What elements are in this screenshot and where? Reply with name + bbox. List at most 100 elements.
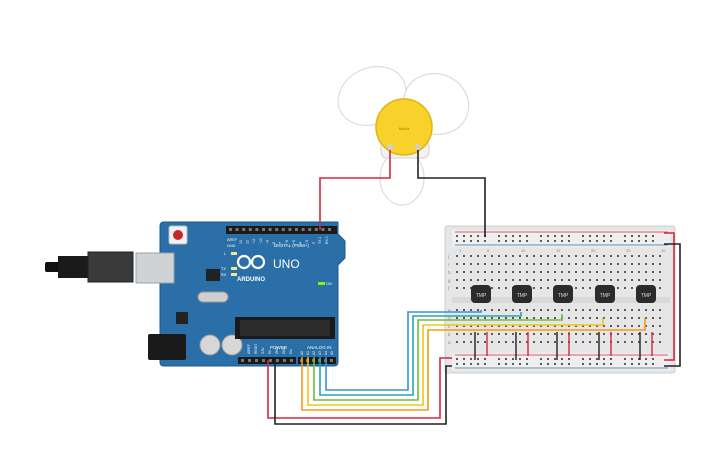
breadboard-hole[interactable] <box>505 255 507 257</box>
breadboard-hole[interactable] <box>484 255 486 257</box>
breadboard-hole[interactable] <box>554 341 556 343</box>
breadboard-hole[interactable] <box>540 309 542 311</box>
rail-hole[interactable] <box>554 363 556 365</box>
rail-hole[interactable] <box>470 240 472 242</box>
breadboard-hole[interactable] <box>484 341 486 343</box>
breadboard-hole[interactable] <box>477 255 479 257</box>
breadboard-hole[interactable] <box>575 255 577 257</box>
rail-hole[interactable] <box>505 358 507 360</box>
breadboard-hole[interactable] <box>638 263 640 265</box>
breadboard-hole[interactable] <box>589 341 591 343</box>
digital-pin-socket[interactable] <box>308 228 312 231</box>
breadboard-hole[interactable] <box>477 341 479 343</box>
breadboard-hole[interactable] <box>652 271 654 273</box>
breadboard-hole[interactable] <box>638 325 640 327</box>
breadboard-hole[interactable] <box>617 325 619 327</box>
rail-hole[interactable] <box>470 235 472 237</box>
breadboard-hole[interactable] <box>456 255 458 257</box>
wire-a3-teal[interactable] <box>319 312 522 396</box>
breadboard-hole[interactable] <box>533 317 535 319</box>
rail-hole[interactable] <box>477 358 479 360</box>
breadboard-hole[interactable] <box>484 279 486 281</box>
breadboard-hole[interactable] <box>624 279 626 281</box>
breadboard-hole[interactable] <box>463 255 465 257</box>
rail-hole[interactable] <box>645 240 647 242</box>
breadboard-hole[interactable] <box>617 333 619 335</box>
breadboard-hole[interactable] <box>624 317 626 319</box>
breadboard-hole[interactable] <box>624 263 626 265</box>
breadboard-hole[interactable] <box>547 309 549 311</box>
rail-hole[interactable] <box>582 358 584 360</box>
breadboard-hole[interactable] <box>491 263 493 265</box>
rail-hole[interactable] <box>470 363 472 365</box>
rail-hole[interactable] <box>610 235 612 237</box>
rail-hole[interactable] <box>463 240 465 242</box>
breadboard-hole[interactable] <box>498 287 500 289</box>
breadboard-hole[interactable] <box>491 317 493 319</box>
rail-hole[interactable] <box>652 363 654 365</box>
breadboard-hole[interactable] <box>652 279 654 281</box>
breadboard-hole[interactable] <box>645 279 647 281</box>
breadboard-hole[interactable] <box>652 263 654 265</box>
breadboard-hole[interactable] <box>554 263 556 265</box>
rail-hole[interactable] <box>589 363 591 365</box>
breadboard-hole[interactable] <box>456 309 458 311</box>
motor-terminal-1[interactable] <box>387 144 393 150</box>
rail-hole[interactable] <box>603 358 605 360</box>
breadboard-hole[interactable] <box>589 333 591 335</box>
breadboard-hole[interactable] <box>456 287 458 289</box>
digital-pin-socket[interactable] <box>242 228 246 231</box>
breadboard-hole[interactable] <box>526 271 528 273</box>
tmp36-sensor[interactable]: TMP <box>512 285 532 303</box>
breadboard-hole[interactable] <box>533 333 535 335</box>
breadboard-hole[interactable] <box>491 287 493 289</box>
breadboard-hole[interactable] <box>547 263 549 265</box>
tmp36-sensor[interactable]: TMP <box>553 285 573 303</box>
breadboard-hole[interactable] <box>610 279 612 281</box>
breadboard-hole[interactable] <box>547 325 549 327</box>
breadboard-hole[interactable] <box>561 341 563 343</box>
breadboard-hole[interactable] <box>624 333 626 335</box>
breadboard-hole[interactable] <box>589 325 591 327</box>
breadboard-hole[interactable] <box>631 263 633 265</box>
rail-hole[interactable] <box>638 235 640 237</box>
breadboard-hole[interactable] <box>624 325 626 327</box>
rail-hole[interactable] <box>463 358 465 360</box>
breadboard-hole[interactable] <box>638 279 640 281</box>
rail-hole[interactable] <box>456 235 458 237</box>
breadboard-hole[interactable] <box>491 333 493 335</box>
breadboard-hole[interactable] <box>659 279 661 281</box>
rail-hole[interactable] <box>624 358 626 360</box>
wire-a2-green[interactable] <box>313 314 563 401</box>
breadboard-hole[interactable] <box>519 341 521 343</box>
breadboard-hole[interactable] <box>631 279 633 281</box>
breadboard-hole[interactable] <box>603 279 605 281</box>
breadboard-hole[interactable] <box>631 287 633 289</box>
breadboard-hole[interactable] <box>505 333 507 335</box>
digital-pin-socket[interactable] <box>281 228 285 231</box>
breadboard-hole[interactable] <box>491 325 493 327</box>
rail-hole[interactable] <box>470 358 472 360</box>
breadboard-hole[interactable] <box>589 309 591 311</box>
breadboard-hole[interactable] <box>554 279 556 281</box>
rail-hole[interactable] <box>603 235 605 237</box>
rail-hole[interactable] <box>554 358 556 360</box>
breadboard-hole[interactable] <box>498 309 500 311</box>
rail-hole[interactable] <box>603 363 605 365</box>
breadboard-hole[interactable] <box>547 255 549 257</box>
breadboard-hole[interactable] <box>554 317 556 319</box>
digital-pin-socket[interactable] <box>255 228 259 231</box>
rail-hole[interactable] <box>582 240 584 242</box>
rail-hole[interactable] <box>624 235 626 237</box>
breadboard-hole[interactable] <box>526 255 528 257</box>
breadboard-hole[interactable] <box>631 341 633 343</box>
breadboard-hole[interactable] <box>554 325 556 327</box>
breadboard-hole[interactable] <box>456 341 458 343</box>
rail-hole[interactable] <box>498 358 500 360</box>
breadboard-hole[interactable] <box>568 309 570 311</box>
breadboard-hole[interactable] <box>505 271 507 273</box>
rail-hole[interactable] <box>638 240 640 242</box>
rail-hole[interactable] <box>512 235 514 237</box>
breadboard-hole[interactable] <box>470 255 472 257</box>
